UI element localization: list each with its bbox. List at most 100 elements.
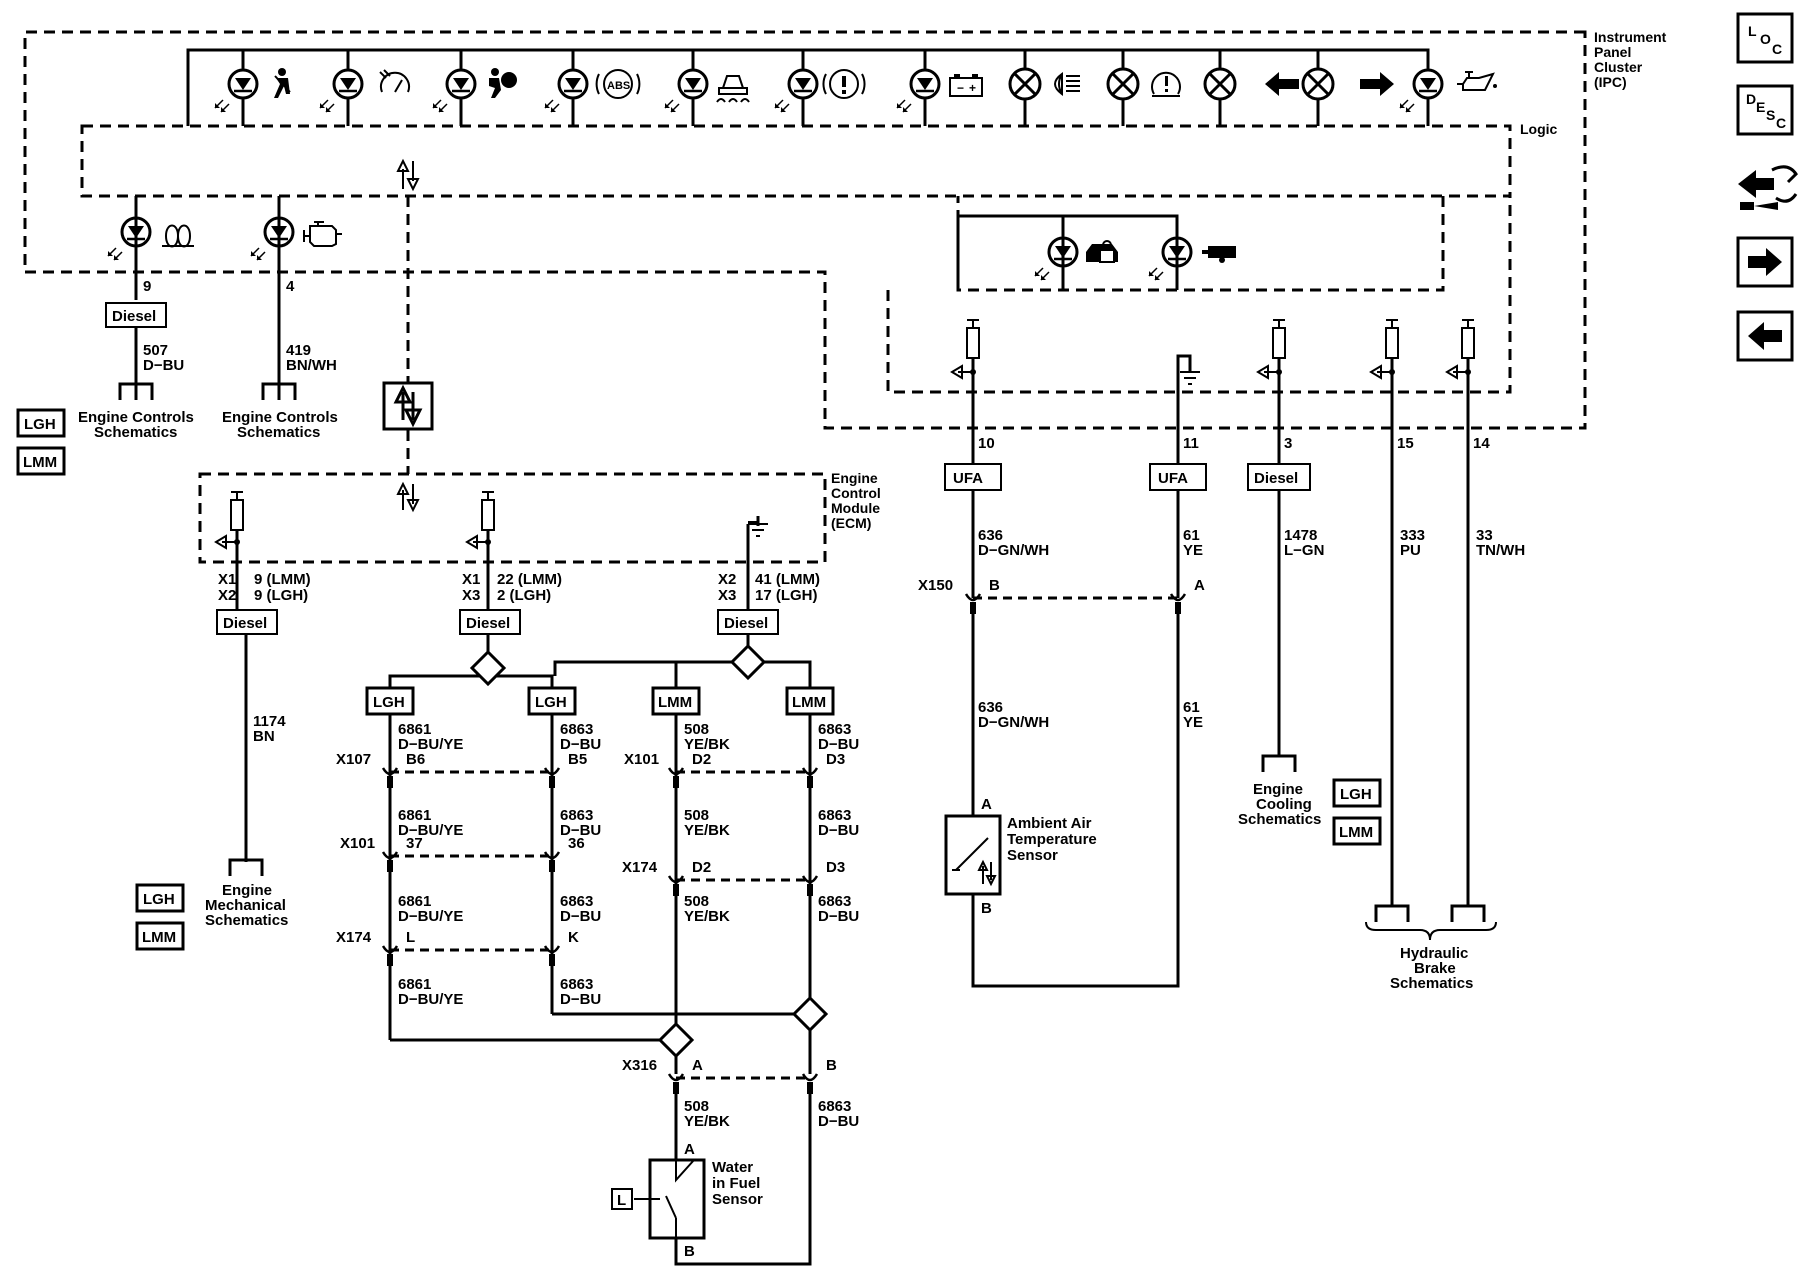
- arrow-left-icon: [1748, 322, 1782, 350]
- ecm-pin3-conn-b: X3: [718, 587, 736, 604]
- ipc-title-line-3: Cluster: [1594, 59, 1643, 75]
- svg-text:O: O: [1760, 31, 1771, 47]
- svg-text:D−GN/WH: D−GN/WH: [978, 714, 1049, 731]
- svg-text:636: 636: [978, 527, 1003, 544]
- water-sensor-pin-a: A: [684, 1141, 695, 1158]
- engine-cooling-ref: Engine Cooling Schematics LGH LMM: [1238, 754, 1382, 846]
- connector-x107-pin-1: B6: [406, 751, 425, 768]
- connector-x150-name: X150: [918, 577, 953, 594]
- lgh-lmm-variant-tags-left: LGH LMM: [16, 408, 66, 476]
- ipc-title-line-1: Instrument: [1594, 29, 1667, 45]
- ipc-title-line-4: (IPC): [1594, 74, 1627, 90]
- ambient-sensor-name-3: Sensor: [1007, 847, 1058, 864]
- svg-text:D−BU: D−BU: [818, 908, 859, 925]
- water-sensor-name-2: in Fuel: [712, 1175, 760, 1192]
- svg-text:33: 33: [1476, 527, 1493, 544]
- abs-led: [544, 68, 589, 113]
- high-beam-bulb: [1008, 67, 1042, 101]
- svg-text:D−BU: D−BU: [560, 736, 601, 753]
- tire-pressure-bulb: [1106, 67, 1140, 101]
- location-button[interactable]: L O C: [1736, 12, 1794, 64]
- ecm-pin2-conn-a: X1: [462, 571, 480, 588]
- connector-icon: [1738, 165, 1798, 210]
- right-turn-icon: [1360, 72, 1394, 96]
- abs-text: ABS: [607, 80, 630, 92]
- description-button[interactable]: D E S C: [1736, 84, 1794, 136]
- svg-text:YE/BK: YE/BK: [684, 736, 730, 753]
- svg-text:S: S: [1766, 107, 1775, 123]
- brake-led: [774, 68, 819, 113]
- connector-x174a-pin-2: D3: [826, 859, 845, 876]
- branch3-lmm: LMM: [658, 694, 692, 711]
- svg-text:D−BU: D−BU: [818, 736, 859, 753]
- ecm-pin1-dest-2: Mechanical: [205, 897, 286, 914]
- connector-button[interactable]: [1738, 165, 1798, 210]
- ipc-right-pin-14: [1445, 319, 1475, 906]
- previous-page-button[interactable]: [1736, 310, 1794, 362]
- ecm-pin3-conn-a: X2: [718, 571, 736, 588]
- check-engine-icon: [303, 221, 342, 247]
- ecm-pin-1: X1 X2 9 (LMM) 9 (LGH) Diesel 1174 BN Eng…: [205, 491, 311, 929]
- ipc-title-line-2: Panel: [1594, 44, 1631, 60]
- ecm-pin1-dest-3: Schematics: [205, 912, 288, 929]
- ipc-lamp-driver-wiring: [956, 214, 1179, 290]
- connector-x316-name: X316: [622, 1057, 657, 1074]
- svg-text:508: 508: [684, 807, 709, 824]
- logic-block-outline: [80, 124, 1512, 198]
- ecm-pin3-option: Diesel: [724, 615, 768, 632]
- next-page-button[interactable]: [1736, 236, 1794, 288]
- ecm-pin2-num-b: 2 (LGH): [497, 587, 551, 604]
- check-engine-circuit: 4 419 BN/WH Engine Controls Schematics: [222, 196, 338, 441]
- svg-text:YE: YE: [1183, 542, 1203, 559]
- connector-x101b-pin-1: 37: [406, 835, 423, 852]
- connector-x101a-pin-2: D3: [826, 751, 845, 768]
- trailer-led: [1148, 236, 1193, 281]
- connector-x101b-pin-2: 36: [568, 835, 585, 852]
- glow-plug-icon: [162, 224, 194, 248]
- hydraulic-ref-2: Brake: [1414, 960, 1456, 977]
- svg-text:1478: 1478: [1284, 527, 1317, 544]
- door-lock-icon: [1086, 240, 1118, 263]
- hydraulic-ref-3: Schematics: [1390, 975, 1473, 992]
- logic-bidirectional-arrows: [396, 158, 420, 192]
- check-engine-led: [250, 216, 295, 261]
- svg-text:D−BU: D−BU: [818, 822, 859, 839]
- lmm-tag: [16, 446, 66, 476]
- svg-text:YE/BK: YE/BK: [684, 908, 730, 925]
- cruise-control-icon: [379, 69, 410, 93]
- svg-text:E: E: [1756, 99, 1765, 115]
- ipc-module-outline: [23, 30, 1587, 430]
- svg-text:6861: 6861: [398, 893, 431, 910]
- traction-led: [664, 68, 709, 113]
- svg-text:D−BU/YE: D−BU/YE: [398, 736, 463, 753]
- svg-text:333: 333: [1400, 527, 1425, 544]
- svg-text:D−BU/YE: D−BU/YE: [398, 908, 463, 925]
- svg-text:D−GN/WH: D−GN/WH: [978, 542, 1049, 559]
- airbag-icon: [489, 68, 517, 98]
- desc-icon: D E S C: [1746, 91, 1786, 131]
- battery-plus-text: +: [969, 81, 976, 95]
- svg-text:D−BU: D−BU: [560, 991, 601, 1008]
- ipc-right-inputs-outline: [886, 196, 1512, 394]
- battery-led: [896, 68, 941, 113]
- abs-icon: ABS: [595, 69, 641, 99]
- left-turn-bulb: [1203, 67, 1237, 101]
- svg-text:508: 508: [684, 1098, 709, 1115]
- brake-warning-icon: [822, 69, 866, 99]
- lgh-lmm-variant-tags-ecm: LGH LMM: [135, 883, 185, 951]
- cooling-ref-2: Cooling: [1256, 796, 1312, 813]
- svg-text:6863: 6863: [818, 893, 851, 910]
- ecm-title-line-1: Engine: [831, 470, 878, 486]
- ambient-sensor-name-2: Temperature: [1007, 831, 1097, 848]
- svg-text:6861: 6861: [398, 721, 431, 738]
- ecm-pin1-conn-a: X1: [218, 571, 236, 588]
- svg-text:6863: 6863: [560, 807, 593, 824]
- hydraulic-ref-1: Hydraulic: [1400, 945, 1468, 962]
- svg-text:636: 636: [978, 699, 1003, 716]
- ipc-right-pin-10: [950, 319, 980, 466]
- high-beam-icon: [1054, 72, 1080, 96]
- cooling-lmm: LMM: [1339, 824, 1373, 841]
- svg-text:10: 10: [978, 435, 995, 452]
